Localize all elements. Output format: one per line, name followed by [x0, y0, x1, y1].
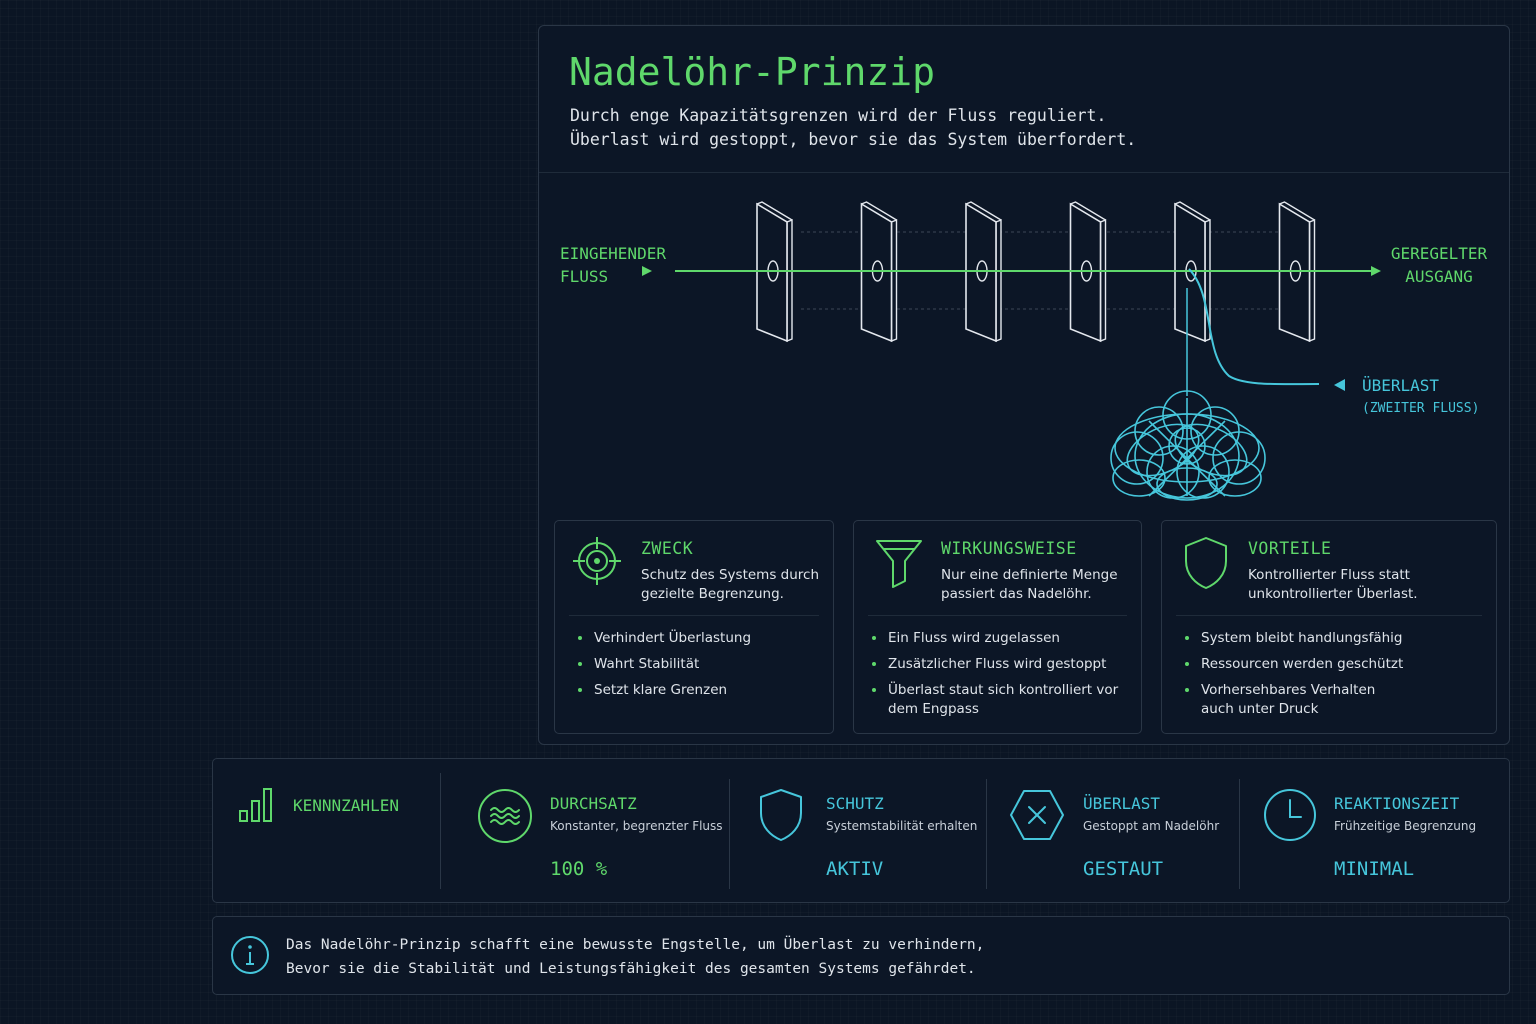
- card-title: ZWECK: [641, 539, 694, 558]
- metric-value-ueberlast: GESTAUT: [1083, 858, 1164, 880]
- overload-sublabel: (ZWEITER FLUSS): [1362, 401, 1479, 416]
- metric-title-ueberlast: ÜBERLAST: [1083, 794, 1161, 813]
- guide-lines: [801, 231, 1301, 310]
- header-divider: [539, 172, 1509, 173]
- metric-divider: [986, 779, 987, 889]
- overload-flow-line: [1188, 268, 1320, 386]
- metrics-panel: KENNNZAHLEN DURCHSATZ Konstanter, begren…: [212, 758, 1510, 903]
- metric-desc-reaktionszeit: Frühzeitige Begrenzung: [1334, 819, 1477, 833]
- info-panel: Das Nadelöhr-Prinzip schafft eine bewuss…: [212, 916, 1510, 995]
- card-title: WIRKUNGSWEISE: [941, 539, 1077, 558]
- shield-icon: [760, 789, 802, 841]
- subtitle-line-1: Durch enge Kapazitätsgrenzen wird der Fl…: [570, 106, 1107, 125]
- metric-desc-schutz: Systemstabilität erhalten: [826, 819, 978, 833]
- gate-panel: [756, 201, 793, 343]
- metric-desc-ueberlast: Gestoppt am Nadelöhr: [1083, 819, 1220, 833]
- bar-chart-icon: [239, 788, 272, 822]
- input-arrow-icon: [642, 266, 652, 276]
- metric-divider: [729, 779, 730, 889]
- overload-pointer-icon: [1334, 379, 1345, 391]
- metric-desc-durchsatz: Konstanter, begrenzter Fluss: [550, 819, 723, 833]
- output-label-line-1: GEREGELTER: [1391, 244, 1488, 263]
- metric-value-durchsatz: 100 %: [550, 858, 608, 880]
- metric-title-reaktionszeit: REAKTIONSZEIT: [1334, 794, 1460, 813]
- main-panel: Nadelöhr-Prinzip Durch enge Kapazitätsgr…: [538, 25, 1510, 745]
- info-line-2: Bevor sie die Stabilität und Leistungsfä…: [286, 961, 976, 977]
- shield-icon: [1185, 537, 1227, 589]
- list-item: Setzt klare Grenzen: [577, 681, 751, 700]
- card-divider: [569, 615, 819, 616]
- gates: [675, 201, 1373, 343]
- card-list: Ein Fluss wird zugelassen Zusätzlicher F…: [871, 629, 1133, 726]
- info-icon: [231, 936, 269, 974]
- clock-icon: [1264, 789, 1316, 841]
- flow-diagram: EINGEHENDER FLUSS GEREGELTER AUSGANG ÜBE…: [560, 201, 1488, 501]
- metrics-heading: KENNNZAHLEN: [293, 796, 399, 815]
- gate-panel: [860, 201, 898, 343]
- metric-title-durchsatz: DURCHSATZ: [550, 794, 637, 813]
- input-label-line-2: FLUSS: [560, 267, 608, 286]
- metric-title-schutz: SCHUTZ: [826, 794, 884, 813]
- card-list: Verhindert Überlastung Wahrt Stabilität …: [577, 629, 751, 707]
- target-icon: [573, 537, 621, 585]
- metric-divider: [440, 773, 441, 889]
- output-label-line-2: AUSGANG: [1405, 267, 1472, 286]
- card-divider: [1176, 615, 1482, 616]
- list-item: Zusätzlicher Fluss wird gestoppt: [871, 655, 1133, 674]
- overload-label: ÜBERLAST: [1362, 376, 1439, 395]
- card-description: Kontrollierter Fluss statt unkontrollier…: [1248, 567, 1418, 602]
- card-vorteile: VORTEILE Kontrollierter Fluss statt unko…: [1161, 520, 1497, 734]
- funnel-icon: [876, 540, 922, 588]
- card-description: Schutz des Systems durch gezielte Begren…: [641, 567, 819, 602]
- input-label-line-1: EINGEHENDER: [560, 244, 666, 263]
- metric-divider: [1239, 779, 1240, 889]
- wave-icon: [478, 789, 532, 843]
- list-item: Überlast staut sich kontrolliert vor dem…: [871, 681, 1121, 719]
- tangle-icon: [1110, 390, 1266, 501]
- gate-panel: [1278, 201, 1316, 343]
- card-title: VORTEILE: [1248, 539, 1332, 558]
- list-item: Ein Fluss wird zugelassen: [871, 629, 1133, 648]
- page-title: Nadelöhr-Prinzip: [569, 50, 936, 94]
- card-divider: [868, 615, 1127, 616]
- card-description: Nur eine definierte Menge passiert das N…: [941, 567, 1118, 602]
- list-item: Ressourcen werden geschützt: [1184, 655, 1484, 674]
- output-arrow-icon: [1371, 266, 1381, 276]
- list-item: Vorhersehbares Verhalten auch unter Druc…: [1184, 681, 1404, 719]
- gate-panel: [965, 201, 1002, 343]
- list-item: Wahrt Stabilität: [577, 655, 751, 674]
- card-list: System bleibt handlungsfähig Ressourcen …: [1184, 629, 1484, 726]
- info-line-1: Das Nadelöhr-Prinzip schafft eine bewuss…: [286, 937, 985, 953]
- metric-value-reaktionszeit: MINIMAL: [1334, 858, 1415, 880]
- list-item: Verhindert Überlastung: [577, 629, 751, 648]
- card-wirkungsweise: WIRKUNGSWEISE Nur eine definierte Menge …: [853, 520, 1142, 734]
- subtitle-line-2: Überlast wird gestoppt, bevor sie das Sy…: [570, 130, 1137, 149]
- metric-value-schutz: AKTIV: [826, 858, 884, 880]
- hexagon-x-icon: [1010, 790, 1064, 840]
- list-item: System bleibt handlungsfähig: [1184, 629, 1484, 648]
- card-zweck: ZWECK Schutz des Systems durch gezielte …: [554, 520, 834, 734]
